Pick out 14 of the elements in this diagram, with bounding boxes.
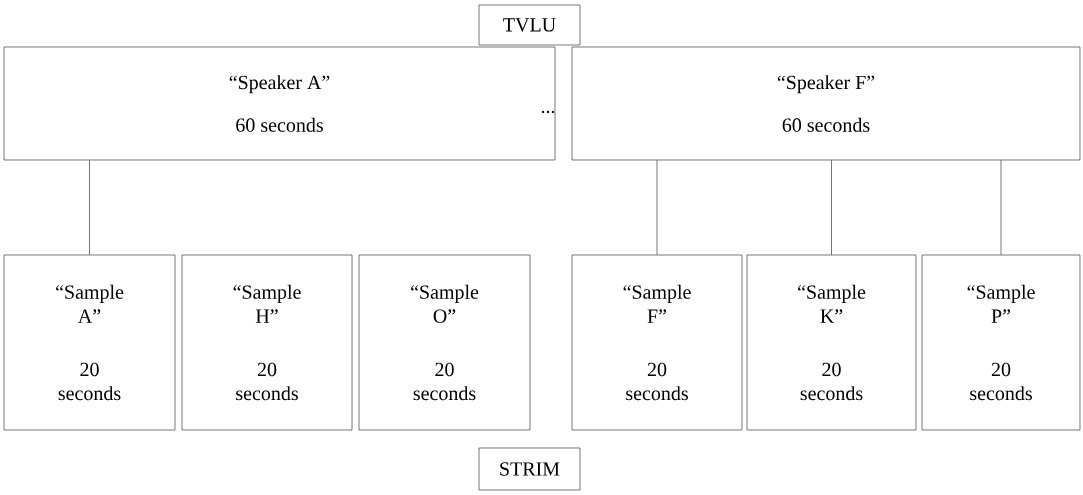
connector-line	[831, 160, 832, 255]
sample-box: “Sample A” 20 seconds	[3, 254, 176, 431]
connector-line	[656, 160, 658, 255]
sample-box: “Sample K” 20 seconds	[746, 254, 917, 431]
sample-box: “Sample P” 20 seconds	[921, 254, 1081, 431]
sample-box: “Sample H” 20 seconds	[181, 254, 353, 431]
connector-line	[1000, 160, 1002, 255]
speaker-box: “Speaker F” 60 seconds	[571, 46, 1081, 161]
title-box: STRIM	[478, 447, 581, 491]
ellipsis: ...	[541, 110, 555, 114]
connector-line	[89, 160, 90, 255]
sample-box: “Sample O” 20 seconds	[358, 254, 531, 431]
sample-box: “Sample F” 20 seconds	[571, 254, 743, 431]
title-box: TVLU	[478, 4, 581, 46]
